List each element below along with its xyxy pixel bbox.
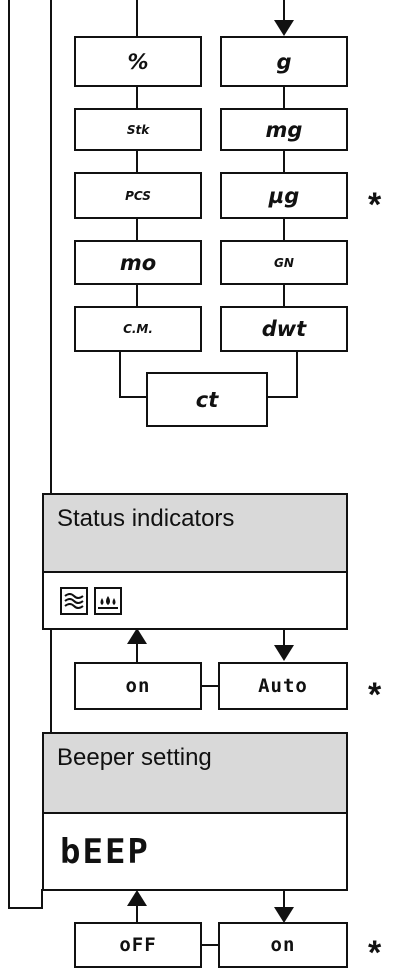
status-option-on[interactable]: on bbox=[74, 662, 202, 710]
default-marker-auto: * bbox=[368, 676, 382, 714]
beeper-setting-title: Beeper setting bbox=[44, 734, 346, 814]
beeper-setting-panel: Beeper setting bEEP bbox=[42, 732, 348, 891]
status-indicators-title: Status indicators bbox=[44, 495, 346, 573]
unit-gn[interactable]: GN bbox=[220, 240, 348, 285]
status-option-auto[interactable]: Auto bbox=[218, 662, 348, 710]
status-indicators-panel: Status indicators bbox=[42, 493, 348, 630]
default-marker-ug: * bbox=[368, 186, 382, 224]
unit-cm[interactable]: C.M. bbox=[74, 306, 202, 352]
stability-icon bbox=[60, 586, 88, 615]
humidity-icon bbox=[94, 586, 122, 615]
beeper-display-text: bEEP bbox=[60, 831, 150, 872]
unit-dwt[interactable]: dwt bbox=[220, 306, 348, 352]
unit-mo[interactable]: mo bbox=[74, 240, 202, 285]
beeper-option-off[interactable]: oFF bbox=[74, 922, 202, 968]
beeper-option-on[interactable]: on bbox=[218, 922, 348, 968]
unit-ug[interactable]: µg bbox=[220, 172, 348, 219]
default-marker-beeper-on: * bbox=[368, 934, 382, 972]
unit-pcs[interactable]: PCS bbox=[74, 172, 202, 219]
unit-stk[interactable]: Stk bbox=[74, 108, 202, 151]
beeper-display: bEEP bbox=[44, 814, 346, 889]
status-indicators-display bbox=[44, 573, 346, 628]
unit-ct[interactable]: ct bbox=[146, 372, 268, 427]
unit-mg[interactable]: mg bbox=[220, 108, 348, 151]
unit-percent[interactable]: % bbox=[74, 36, 202, 87]
unit-g[interactable]: g bbox=[220, 36, 348, 87]
